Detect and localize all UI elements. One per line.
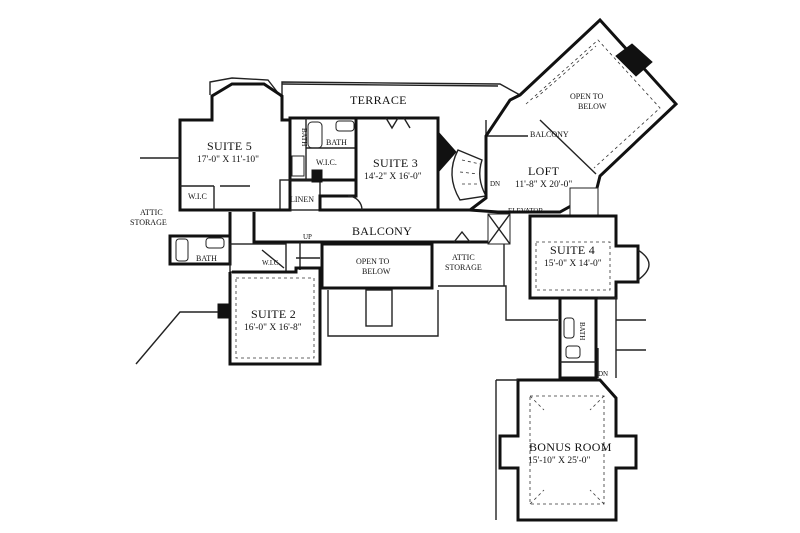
suite4-name: SUITE 4 bbox=[550, 243, 595, 257]
suite5-dims: 17'-0" X 11'-10" bbox=[197, 155, 259, 165]
suite2-dims: 16'-0" X 16'-8" bbox=[244, 323, 302, 333]
open-below-mid-line1: OPEN TO bbox=[356, 257, 389, 266]
open-below-mid-walls bbox=[320, 242, 439, 337]
bath-left-walls bbox=[168, 234, 287, 273]
attic-mid-line2: STORAGE bbox=[445, 263, 482, 272]
balcony-label: BALCONY bbox=[352, 224, 412, 238]
bath-top-label: BATH bbox=[326, 138, 347, 147]
attic-mid-line1: ATTIC bbox=[452, 253, 475, 262]
room-labels: TERRACE OPEN TO BELOW SUITE 5 17'-0" X 1… bbox=[130, 92, 612, 466]
attic-storage-mid bbox=[438, 244, 558, 321]
up-label: UP bbox=[303, 233, 312, 241]
bath-suite4-walls bbox=[558, 296, 617, 380]
suite2-walls bbox=[135, 257, 322, 366]
suite4-walls bbox=[528, 214, 650, 351]
bonus-dims: 15'-10" X 25'-0" bbox=[528, 456, 590, 466]
balcony-corridor bbox=[224, 208, 511, 270]
bonus-name: BONUS ROOM bbox=[529, 440, 612, 454]
suite4-dims: 15'-0" X 14'-0" bbox=[544, 259, 602, 269]
bath-left-label: BATH bbox=[196, 254, 217, 263]
dn-right-label: DN bbox=[598, 370, 608, 378]
terrace-outline bbox=[209, 77, 521, 101]
bath-vertical-label: BATH bbox=[300, 128, 308, 146]
suite5-name: SUITE 5 bbox=[207, 139, 252, 153]
balcony-small-label: BALCONY bbox=[530, 130, 569, 139]
suite3-name: SUITE 3 bbox=[373, 156, 418, 170]
bonus-room-walls bbox=[495, 378, 638, 522]
bath-cluster-top bbox=[279, 116, 358, 211]
attic-left-line2: STORAGE bbox=[130, 218, 167, 227]
loft-dims: 11'-8" X 20'-0" bbox=[515, 180, 572, 190]
terrace-label: TERRACE bbox=[350, 93, 407, 107]
attic-left-line1: ATTIC bbox=[140, 208, 163, 217]
open-below-mid-line2: BELOW bbox=[362, 267, 391, 276]
open-below-top-line2: BELOW bbox=[578, 102, 607, 111]
open-below-top-line1: OPEN TO bbox=[570, 92, 603, 101]
linen-label: LINEN bbox=[290, 195, 314, 204]
loft-wing-walls bbox=[465, 17, 679, 217]
suite3-dims: 14'-2" X 16'-0" bbox=[364, 172, 422, 182]
loft-name: LOFT bbox=[528, 164, 560, 178]
suite2-name: SUITE 2 bbox=[251, 307, 296, 321]
elevator-label: ELEVATOR bbox=[508, 207, 543, 215]
suite3-walls bbox=[318, 116, 440, 212]
dn-stair-label: DN bbox=[490, 180, 500, 188]
wic-left-label: W.I.C bbox=[188, 192, 207, 201]
wic-center-label: W.I.C. bbox=[316, 158, 337, 167]
stair-area bbox=[436, 120, 528, 212]
wic-suite2-label: W.I.C. bbox=[262, 259, 280, 267]
bath-suite4-label: BATH bbox=[578, 322, 586, 340]
